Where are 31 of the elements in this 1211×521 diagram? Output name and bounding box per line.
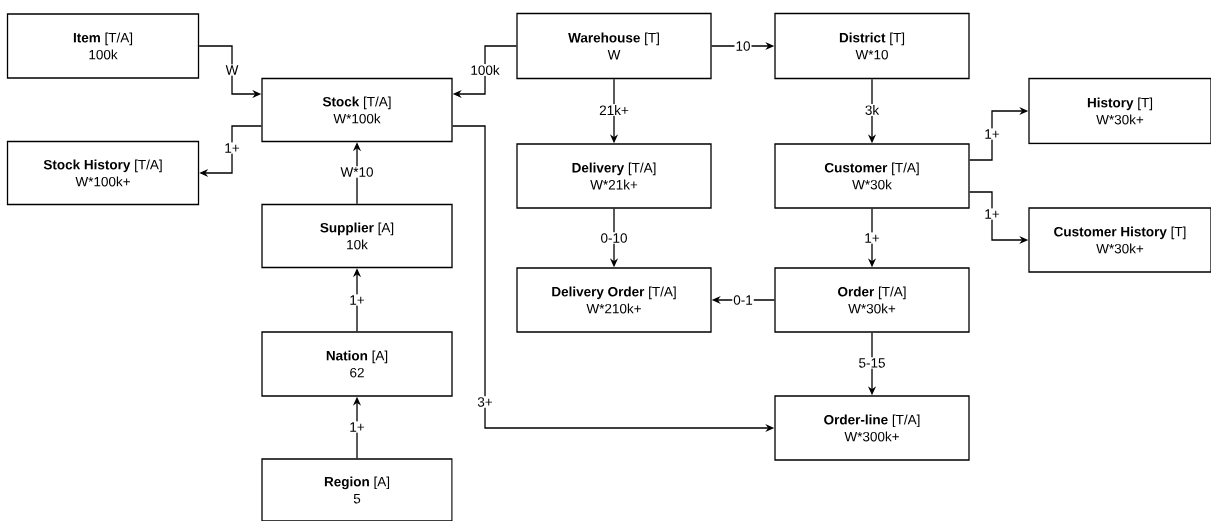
edge-label: 1+ (983, 128, 1001, 140)
edge-label: 0-1 (732, 294, 754, 306)
entity-box: Customer History [T] W*30k+ (1028, 207, 1211, 273)
edge-label: 1+ (863, 232, 881, 244)
edge-label: 3+ (476, 396, 494, 408)
entity-box: Region [A] 5 (261, 458, 453, 521)
edge-label: W*10 (339, 166, 375, 178)
entity-box: Warehouse [T] W (516, 12, 712, 80)
edge-label: 21k+ (598, 104, 630, 116)
entity-box: Item [T/A] 100k (6, 13, 200, 79)
edge-label: 0-10 (599, 232, 629, 244)
entity-box: Nation [A] 62 (261, 331, 453, 397)
entity-box: Order [T/A] W*30k+ (774, 267, 970, 333)
edge-label: 10 (734, 40, 752, 52)
edge-label: 3k (863, 104, 881, 116)
entity-box: History [T] W*30k+ (1028, 77, 1211, 145)
entity-box: Customer [T/A] W*30k (774, 143, 970, 209)
entity-box: Delivery [T/A] W*21k+ (516, 143, 712, 209)
entity-box: Stock [T/A] W*100k (261, 77, 453, 143)
entity-box: District [T] W*10 (774, 12, 970, 80)
edge-label: 1+ (223, 142, 241, 154)
edge-label: 1+ (348, 421, 366, 433)
edge-label: 5-15 (857, 357, 887, 369)
edge-label: W (224, 64, 240, 76)
edge-label: 100k (469, 64, 501, 76)
entity-box: Stock History [T/A] W*100k+ (6, 140, 200, 206)
edge-label: 1+ (348, 294, 366, 306)
entity-box: Order-line [T/A] W*300k+ (774, 395, 970, 461)
entity-box: Supplier [A] 10k (261, 203, 453, 269)
entity-box: Delivery Order [T/A] W*210k+ (516, 267, 712, 333)
edge-label: 1+ (983, 208, 1001, 220)
